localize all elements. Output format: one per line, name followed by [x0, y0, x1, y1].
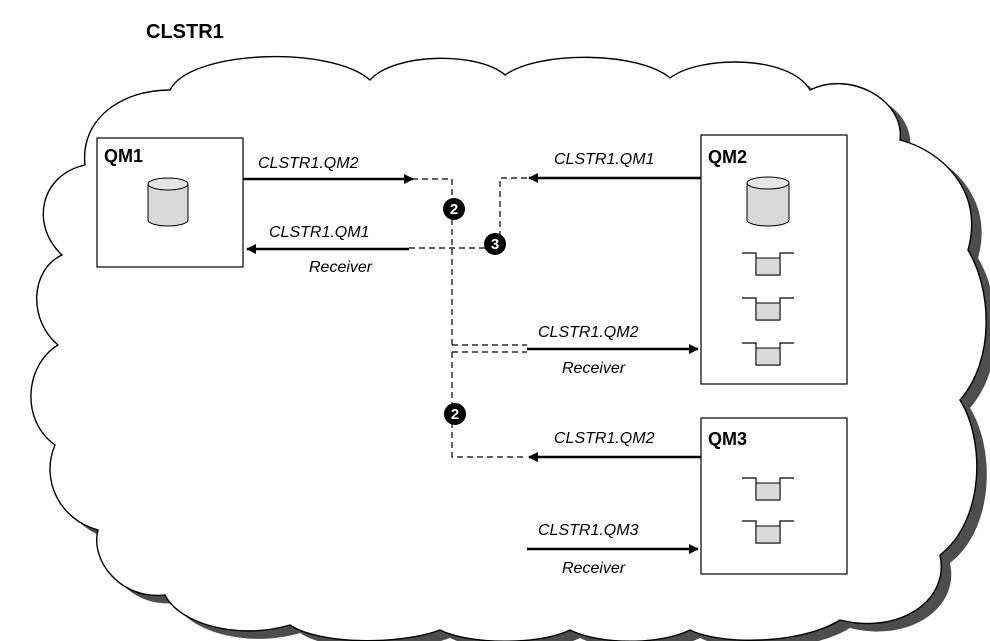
- qm2-repository-icon: [746, 176, 790, 227]
- step-marker-2-top: 2: [443, 198, 465, 220]
- step-marker-3: 3: [484, 233, 506, 255]
- channel-role-qm2-receiver: Receiver: [562, 360, 626, 377]
- qm3-queue-icon-2: [742, 520, 794, 544]
- channel-label-qm3-sender: CLSTR1.QM2: [554, 430, 655, 447]
- qm1-box: QM1: [96, 137, 244, 268]
- channel-label-qm3-receiver: CLSTR1.QM3: [538, 522, 639, 539]
- svg-text:3: 3: [491, 236, 499, 253]
- dashed-connectors: [409, 177, 527, 458]
- svg-text:2: 2: [450, 201, 458, 218]
- svg-text:2: 2: [451, 406, 459, 423]
- cluster-title: CLSTR1: [146, 21, 224, 43]
- channel-label-qm1-receiver: CLSTR1.QM1: [269, 224, 369, 241]
- qm3-box: QM3: [700, 417, 848, 575]
- qm2-queue-icon-1: [742, 252, 794, 276]
- qm3-queue-icon-1: [742, 477, 794, 501]
- channel-label-qm1-sender: CLSTR1.QM2: [258, 155, 359, 172]
- qm2-queue-icon-3: [742, 342, 794, 366]
- qm2-queue-icon-2: [742, 297, 794, 321]
- channel-label-qm2-sender: CLSTR1.QM1: [554, 151, 654, 168]
- step-marker-2-bottom: 2: [444, 403, 466, 425]
- qm3-label: QM3: [708, 429, 747, 449]
- channel-label-qm2-receiver: CLSTR1.QM2: [538, 324, 639, 341]
- qm2-label: QM2: [708, 147, 747, 167]
- channel-arrows: [243, 173, 701, 554]
- channel-role-qm3-receiver: Receiver: [562, 560, 626, 577]
- channel-role-qm1-receiver: Receiver: [309, 259, 373, 276]
- qm1-label: QM1: [104, 146, 143, 166]
- qm1-repository-icon: [147, 177, 189, 227]
- qm2-box: QM2: [700, 134, 848, 385]
